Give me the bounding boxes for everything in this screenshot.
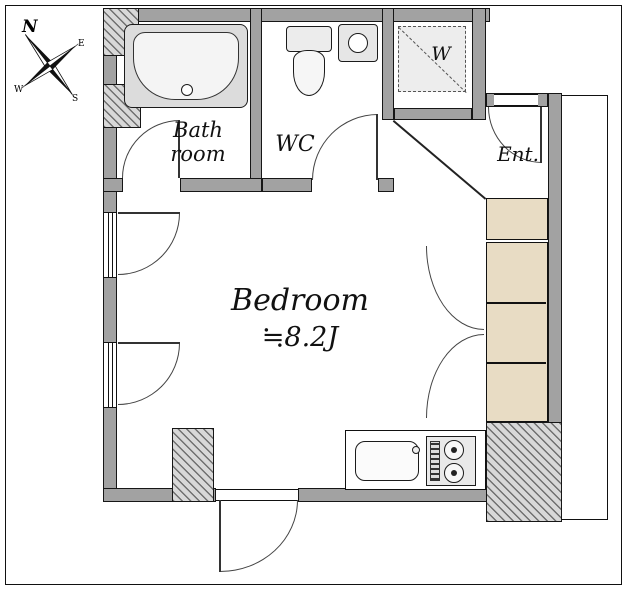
bedroom-label: Bedroom	[231, 283, 369, 318]
shoe-cabinet	[486, 198, 548, 240]
column-bottom-left	[172, 428, 214, 502]
window-upper	[103, 212, 117, 278]
kitchen-sink	[355, 441, 419, 481]
wall-bottom-right	[298, 488, 488, 502]
wc-label: WC	[275, 132, 315, 157]
closet	[486, 242, 548, 422]
bathroom-door-leaf	[178, 120, 180, 178]
exterior-corridor-line	[562, 95, 608, 520]
wc-door-leaf	[376, 114, 378, 180]
wall-wc-bottom-a	[262, 178, 312, 192]
window-lower	[103, 342, 117, 408]
entrance-label: Ent.	[497, 142, 539, 166]
stove-grill	[430, 441, 440, 481]
stove-burner-2-center	[451, 470, 457, 476]
wall-top	[103, 8, 490, 22]
bedroom-size-label: ≒8.2J	[261, 322, 339, 353]
compass-south-label: S	[72, 94, 78, 104]
wall-bath-wc-divider	[250, 8, 262, 192]
bathroom-label: Bath room	[150, 118, 246, 166]
wall-bath-bottom-a	[103, 178, 123, 192]
closet-shelf-line	[487, 302, 546, 304]
compass-star	[21, 34, 79, 97]
compass-north-label: N	[21, 17, 39, 37]
closet-shelf-line	[487, 362, 546, 364]
entrance-door-opening	[494, 94, 538, 106]
entrance-door-leaf	[540, 107, 542, 163]
compass-west-label: W	[14, 85, 24, 95]
washer-label: W	[431, 43, 451, 65]
toilet-tank	[286, 26, 332, 52]
wall-bath-bottom-b	[180, 178, 262, 192]
wc-hand-sink-basin	[348, 33, 368, 53]
compass-rose: N E S W	[14, 17, 85, 104]
kitchen-faucet	[412, 446, 420, 454]
plan-border	[5, 5, 622, 585]
wall-wc-bottom-b	[378, 178, 394, 192]
wall-wc-right	[382, 8, 394, 120]
bathroom-label-line2: room	[170, 142, 226, 167]
bottom-door-leaf	[219, 500, 221, 572]
wall-washer-bottom	[394, 108, 472, 120]
washer-space	[398, 26, 466, 92]
compass-east-label: E	[78, 39, 85, 49]
window-upper-leaf	[118, 212, 180, 214]
stove-burner-1-center	[451, 447, 457, 453]
bathtub-drain	[181, 84, 193, 96]
bathroom-label-line1: Bath	[173, 118, 223, 142]
wall-washer-right	[472, 8, 486, 120]
toilet-bowl	[293, 50, 325, 96]
window-lower-leaf	[118, 342, 180, 344]
column-bottom-right	[486, 422, 562, 522]
